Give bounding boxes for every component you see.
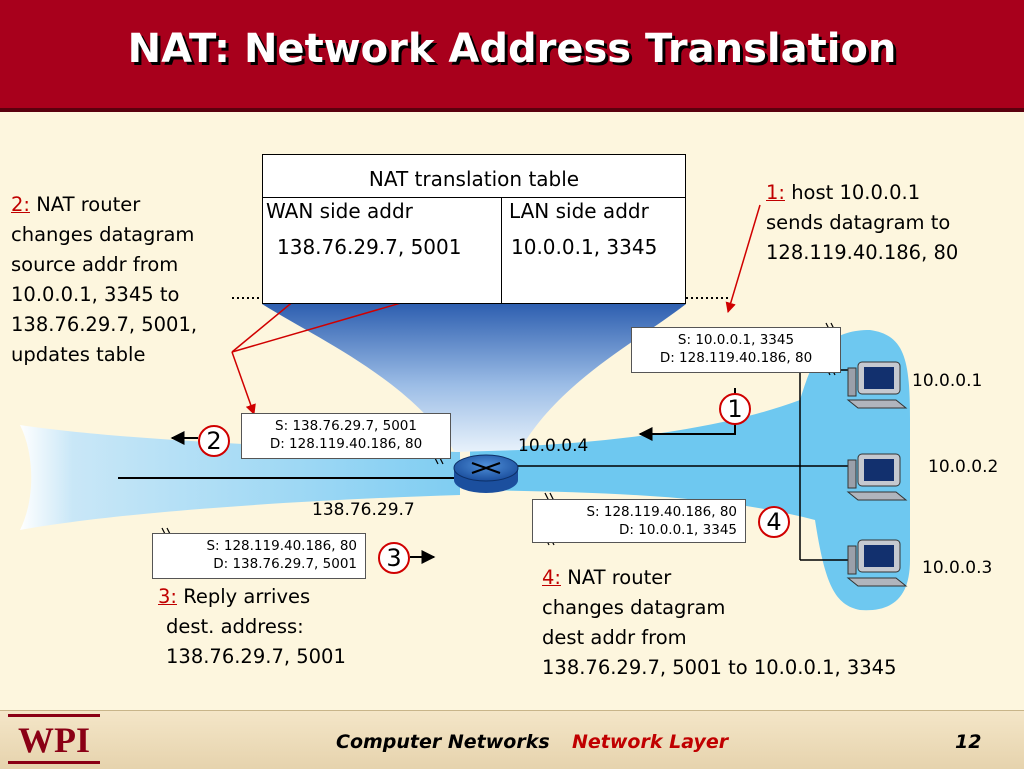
callout-arrow-2c <box>231 351 256 415</box>
lan-entry-cell: 10.0.0.1, 3345 <box>511 235 658 259</box>
wan-entry-cell: 138.76.29.7, 5001 <box>277 235 462 259</box>
computer-icon <box>846 453 908 501</box>
slide-title: NAT: Network Address Translation <box>127 26 897 72</box>
host-2-address: 10.0.0.2 <box>928 457 999 477</box>
nat-translation-table: NAT translation table WAN side addr LAN … <box>262 154 686 304</box>
svg-text:WPI: WPI <box>18 720 90 760</box>
step-4-marker: 4 <box>758 506 790 538</box>
datagram-1: S: 10.0.0.1, 3345 D: 128.119.40.186, 80 <box>631 327 841 373</box>
computer-icon <box>846 539 908 587</box>
router-wan-address: 138.76.29.7 <box>312 500 415 520</box>
datagram-4: S: 128.119.40.186, 80 D: 10.0.0.1, 3345 <box>532 499 746 543</box>
datagram-3: S: 128.119.40.186, 80 D: 138.76.29.7, 50… <box>152 533 366 579</box>
wpi-logo: WPI <box>8 714 100 764</box>
page-number: 12 <box>955 731 982 753</box>
footer-bar <box>0 710 1024 769</box>
step-4-note: 4: NAT router changes datagram dest addr… <box>542 566 897 679</box>
table-divider <box>263 197 685 198</box>
router-icon <box>453 454 519 493</box>
host-1-address: 10.0.0.1 <box>912 371 983 391</box>
wan-column-header: WAN side addr <box>266 199 413 223</box>
table-funnel <box>262 304 686 452</box>
datagram-2: S: 138.76.29.7, 5001 D: 128.119.40.186, … <box>241 413 451 459</box>
step-2-marker: 2 <box>198 425 230 457</box>
lan-column-header: LAN side addr <box>509 199 649 223</box>
host-3-address: 10.0.0.3 <box>922 558 993 578</box>
footer-section: Network Layer <box>572 731 729 753</box>
step-1-note: 1: host 10.0.0.1 sends datagram to 128.1… <box>766 181 959 264</box>
footer-course: Computer Networks <box>336 731 550 753</box>
step-3-marker: 3 <box>378 542 410 574</box>
step-1-marker: 1 <box>719 393 751 425</box>
table-column-divider <box>501 197 502 303</box>
step-2-note: 2: NAT router changes datagram source ad… <box>11 193 198 366</box>
step-3-note: 3: Reply arrives dest. address: 138.76.2… <box>158 585 346 668</box>
nat-table-title: NAT translation table <box>368 167 580 191</box>
computer-icon <box>846 361 908 409</box>
callout-arrow-1 <box>725 204 761 314</box>
title-bar <box>0 0 1024 112</box>
router-lan-address: 10.0.0.4 <box>518 436 589 456</box>
